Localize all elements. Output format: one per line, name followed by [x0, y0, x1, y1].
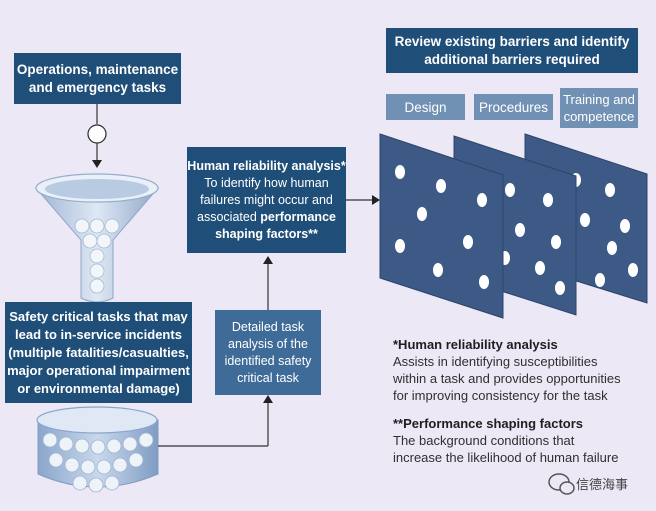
review-barriers-box: Review existing barriers and identify ad… — [386, 28, 638, 73]
hra-title: Human reliability analysis* — [187, 158, 346, 173]
wechat-logo-icon — [548, 473, 575, 495]
task-line-1: Detailed task — [231, 319, 305, 334]
safety-line-2: lead to in-service incidents — [15, 326, 182, 342]
hra-line-1: To identify how human — [204, 175, 329, 190]
definitions-notes: *Human reliability analysis Assists in i… — [393, 336, 621, 466]
ops-to-funnel-arrow — [87, 104, 107, 168]
psf-note-line-2: increase the likelihood of human failure — [393, 450, 619, 465]
psf-note-title: **Performance shaping factors — [393, 416, 584, 431]
hra-line-2: failures might occur and — [200, 192, 333, 207]
psf-note-line-1: The background conditions that — [393, 433, 575, 448]
procedures-tag: Procedures — [474, 94, 553, 120]
safety-line-4: major operational impairment — [7, 362, 190, 378]
safety-line-3: (multiple fatalities/casualties, — [8, 344, 189, 360]
training-line-1: Training and — [563, 92, 635, 107]
hra-line-3-pre: associated — [197, 209, 261, 224]
hra-note-title: *Human reliability analysis — [393, 337, 558, 352]
review-line-2: additional barriers required — [424, 51, 600, 67]
junction-circle — [87, 124, 107, 144]
hra-to-barriers-arrow — [346, 195, 380, 205]
safety-line-5: or environmental damage) — [17, 380, 180, 396]
task-line-4: critical task — [237, 370, 299, 385]
ops-line-2: and emergency tasks — [28, 79, 167, 95]
task-line-3: identified safety — [224, 353, 312, 368]
detailed-task-analysis-box: Detailed task analysis of the identified… — [215, 310, 321, 395]
safety-critical-tasks-box: Safety critical tasks that may lead to i… — [5, 302, 192, 403]
design-label: Design — [404, 99, 447, 115]
hra-note-line-3: for improving consistency for the task — [393, 388, 608, 403]
design-tag: Design — [386, 94, 465, 120]
hra-line-3: associated performance — [187, 209, 346, 226]
safety-line-1: Safety critical tasks that may — [9, 308, 188, 324]
task-pool-cylinder-icon — [36, 406, 159, 493]
hra-line-4: shaping factors** — [215, 226, 318, 241]
hra-note-line-1: Assists in identifying susceptibilities — [393, 354, 598, 369]
procedures-label: Procedures — [478, 99, 549, 115]
ops-line-1: Operations, maintenance — [16, 61, 179, 77]
training-competence-tag: Training and competence — [560, 88, 638, 128]
task-to-hra-arrow — [263, 256, 273, 310]
human-reliability-analysis-box: Human reliability analysis* To identify … — [187, 147, 346, 253]
training-line-2: competence — [563, 109, 635, 124]
task-line-2: analysis of the — [228, 336, 308, 351]
funnel-icon — [34, 173, 160, 303]
review-line-1: Review existing barriers and identify — [394, 33, 630, 49]
hra-note-line-2: within a task and provides opportunities — [393, 371, 621, 386]
watermark-text: 信德海事 — [576, 477, 629, 492]
cylinder-to-task-arrow — [158, 395, 273, 447]
barrier-panel-1 — [379, 133, 504, 319]
operations-tasks-box: Operations, maintenance and emergency ta… — [14, 53, 181, 104]
hra-line-3-bold: performance — [260, 209, 336, 224]
